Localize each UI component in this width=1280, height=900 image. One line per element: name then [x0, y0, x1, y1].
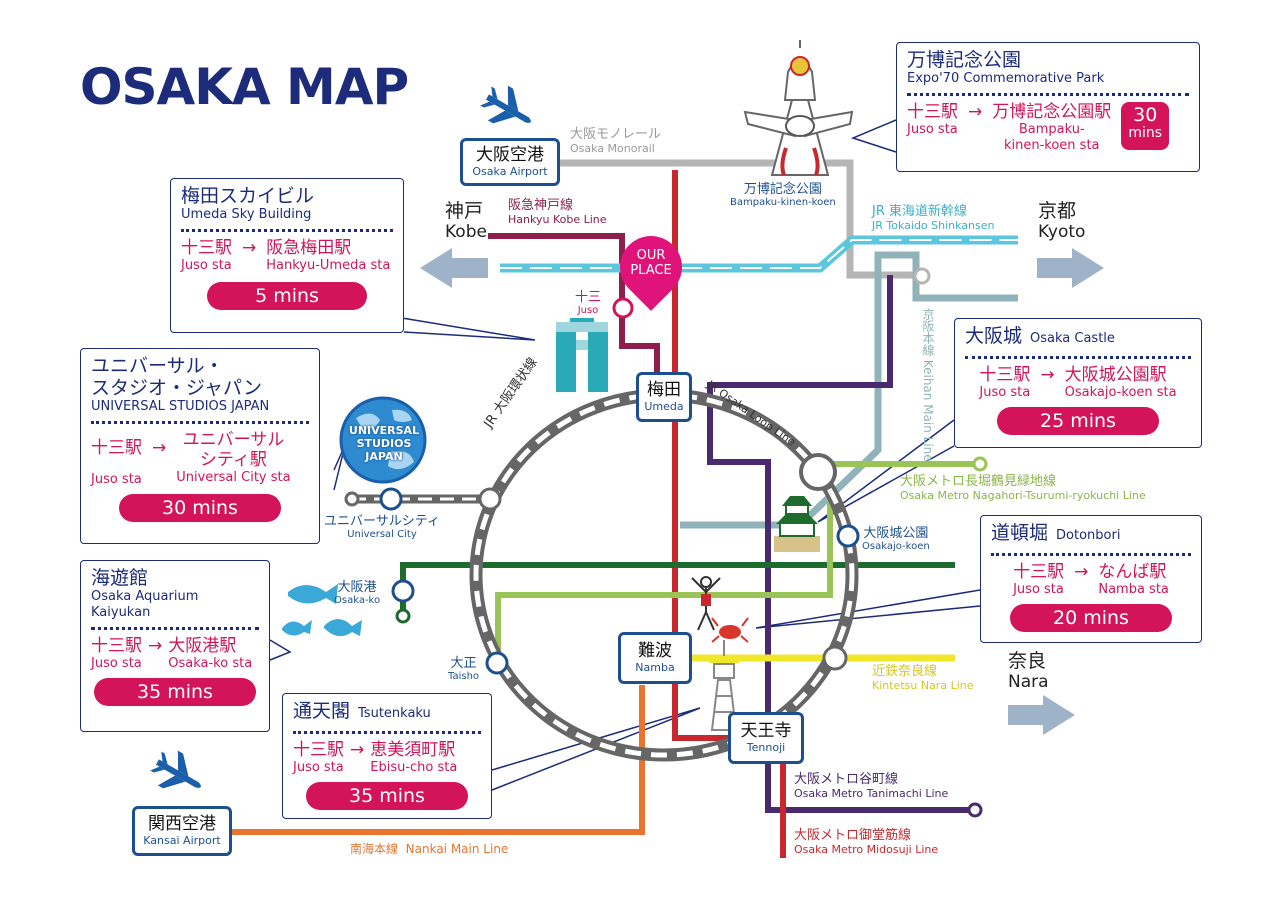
osaka-airport-station[interactable]: 大阪空港 Osaka Airport: [460, 138, 560, 186]
glico-runner-icon: [691, 576, 721, 631]
tanimachi-label: 大阪メトロ谷町線 Osaka Metro Tanimachi Line: [794, 772, 949, 800]
hankyu-line: [488, 233, 660, 372]
umeda-station[interactable]: 梅田 Umeda: [636, 372, 692, 422]
nara-label: 奈良 Nara: [1008, 650, 1049, 692]
card-divider: [181, 229, 393, 232]
kintetsu-label: 近鉄奈良線 Kintetsu Nara Line: [872, 664, 974, 692]
universal-city-station-dot[interactable]: [379, 487, 403, 511]
nagahori-line: [495, 461, 980, 663]
card-divider: [991, 553, 1191, 556]
kansai-airport-station[interactable]: 関西空港 Kansai Airport: [132, 806, 232, 856]
time-badge-tsutenkaku: 35 mins: [306, 782, 468, 810]
nishikujo-station-dot[interactable]: [478, 487, 502, 511]
crab-sign-icon: [711, 617, 749, 643]
taisho-label: 大正 Taisho: [448, 656, 480, 682]
kyoto-direction-arrow: [1037, 248, 1104, 288]
our-place-label-2: PLACE: [630, 263, 672, 278]
universal-city-label: ユニバーサルシティ Universal City: [324, 514, 440, 540]
osakajo-label: 大阪城公園 Osakajo-koen: [862, 526, 930, 552]
cosmosquare-station-dot[interactable]: [395, 608, 411, 624]
midosuji-label: 大阪メトロ御堂筋線 Osaka Metro Midosuji Line: [794, 828, 939, 856]
keihan-label: 京阪本線 Keihan Main Line: [921, 308, 935, 462]
sakurajima-station-dot[interactable]: [344, 491, 360, 507]
our-place-marker[interactable]: OUR PLACE: [607, 223, 695, 316]
kyobashi-station-dot[interactable]: [799, 453, 837, 491]
shinkansen-label: JR 東海道新幹線 JR Tokaido Shinkansen: [872, 204, 995, 232]
umeda-sky-building-icon: [556, 318, 608, 392]
time-badge-expo: 30 mins: [1121, 102, 1170, 150]
aquarium-fish-icon: [282, 584, 362, 637]
monorail-line: [560, 159, 920, 279]
taisho-station-dot[interactable]: [485, 651, 509, 675]
usj-logo-text: UNIVERSAL STUDIOS JAPAN: [348, 424, 420, 463]
card-divider: [965, 356, 1191, 359]
card-divider: [91, 627, 259, 630]
osaka-airport-plane-icon: [480, 85, 531, 124]
osakako-station-dot[interactable]: [391, 579, 415, 603]
kobe-direction-arrow: [420, 248, 488, 288]
kansai-airport-plane-icon: [150, 750, 201, 789]
our-place-label-1: OUR: [636, 248, 666, 263]
time-badge-aquarium: 35 mins: [94, 678, 256, 706]
time-badge-dotonbori: 20 mins: [1010, 604, 1172, 632]
card-divider: [91, 421, 309, 424]
nagahori-end-dot[interactable]: [972, 456, 988, 472]
namba-station[interactable]: 難波 Namba: [618, 632, 692, 684]
osakajo-station-dot[interactable]: [836, 524, 860, 548]
shinkansen-line: [500, 235, 1018, 273]
tanimachi-line: [707, 275, 975, 813]
time-badge-castle: 25 mins: [997, 407, 1159, 435]
kobe-label: 神戸 Kobe: [445, 200, 487, 242]
osaka-castle-icon: [774, 496, 820, 552]
time-badge-umeda-sky: 5 mins: [207, 282, 367, 310]
hankyu-label: 阪急神戸線 Hankyu Kobe Line: [508, 198, 607, 226]
card-divider: [293, 731, 481, 734]
bampaku-station-dot[interactable]: [913, 267, 931, 285]
tanimachi-end-dot[interactable]: [967, 802, 983, 818]
monorail-label: 大阪モノレール Osaka Monorail: [570, 127, 662, 155]
nankai-label: 南海本線 Nankai Main Line: [350, 842, 509, 856]
kyoto-label: 京都 Kyoto: [1038, 200, 1086, 242]
card-divider: [907, 93, 1189, 96]
universal-studios-globe-icon: [339, 396, 427, 484]
tower-of-the-sun-icon: [743, 40, 854, 176]
time-badge-usj: 30 mins: [119, 494, 281, 522]
callout-pointers: [269, 119, 981, 791]
juso-station-dot[interactable]: [612, 297, 634, 319]
tennoji-station[interactable]: 天王寺 Tennoji: [728, 712, 804, 764]
nankai-line: [232, 685, 645, 835]
juso-label: 十三 Juso: [574, 290, 601, 316]
osakako-label: 大阪港 Osaka-ko: [334, 580, 381, 606]
nagahori-label: 大阪メトロ長堀鶴見緑地線 Osaka Metro Nagahori-Tsurum…: [900, 474, 1146, 502]
map-title: OSAKA MAP: [80, 58, 409, 116]
card-universal-studios-japan[interactable]: ユニバーサル・ スタジオ・ジャパン UNIVERSAL STUDIOS JAPA…: [80, 348, 320, 544]
nara-direction-arrow: [1008, 695, 1075, 735]
loop-line: [469, 388, 859, 762]
tsuruhashi-station-dot[interactable]: [822, 645, 848, 671]
bampaku-station-label: 万博記念公園 Bampaku-kinen-koen: [730, 182, 836, 208]
